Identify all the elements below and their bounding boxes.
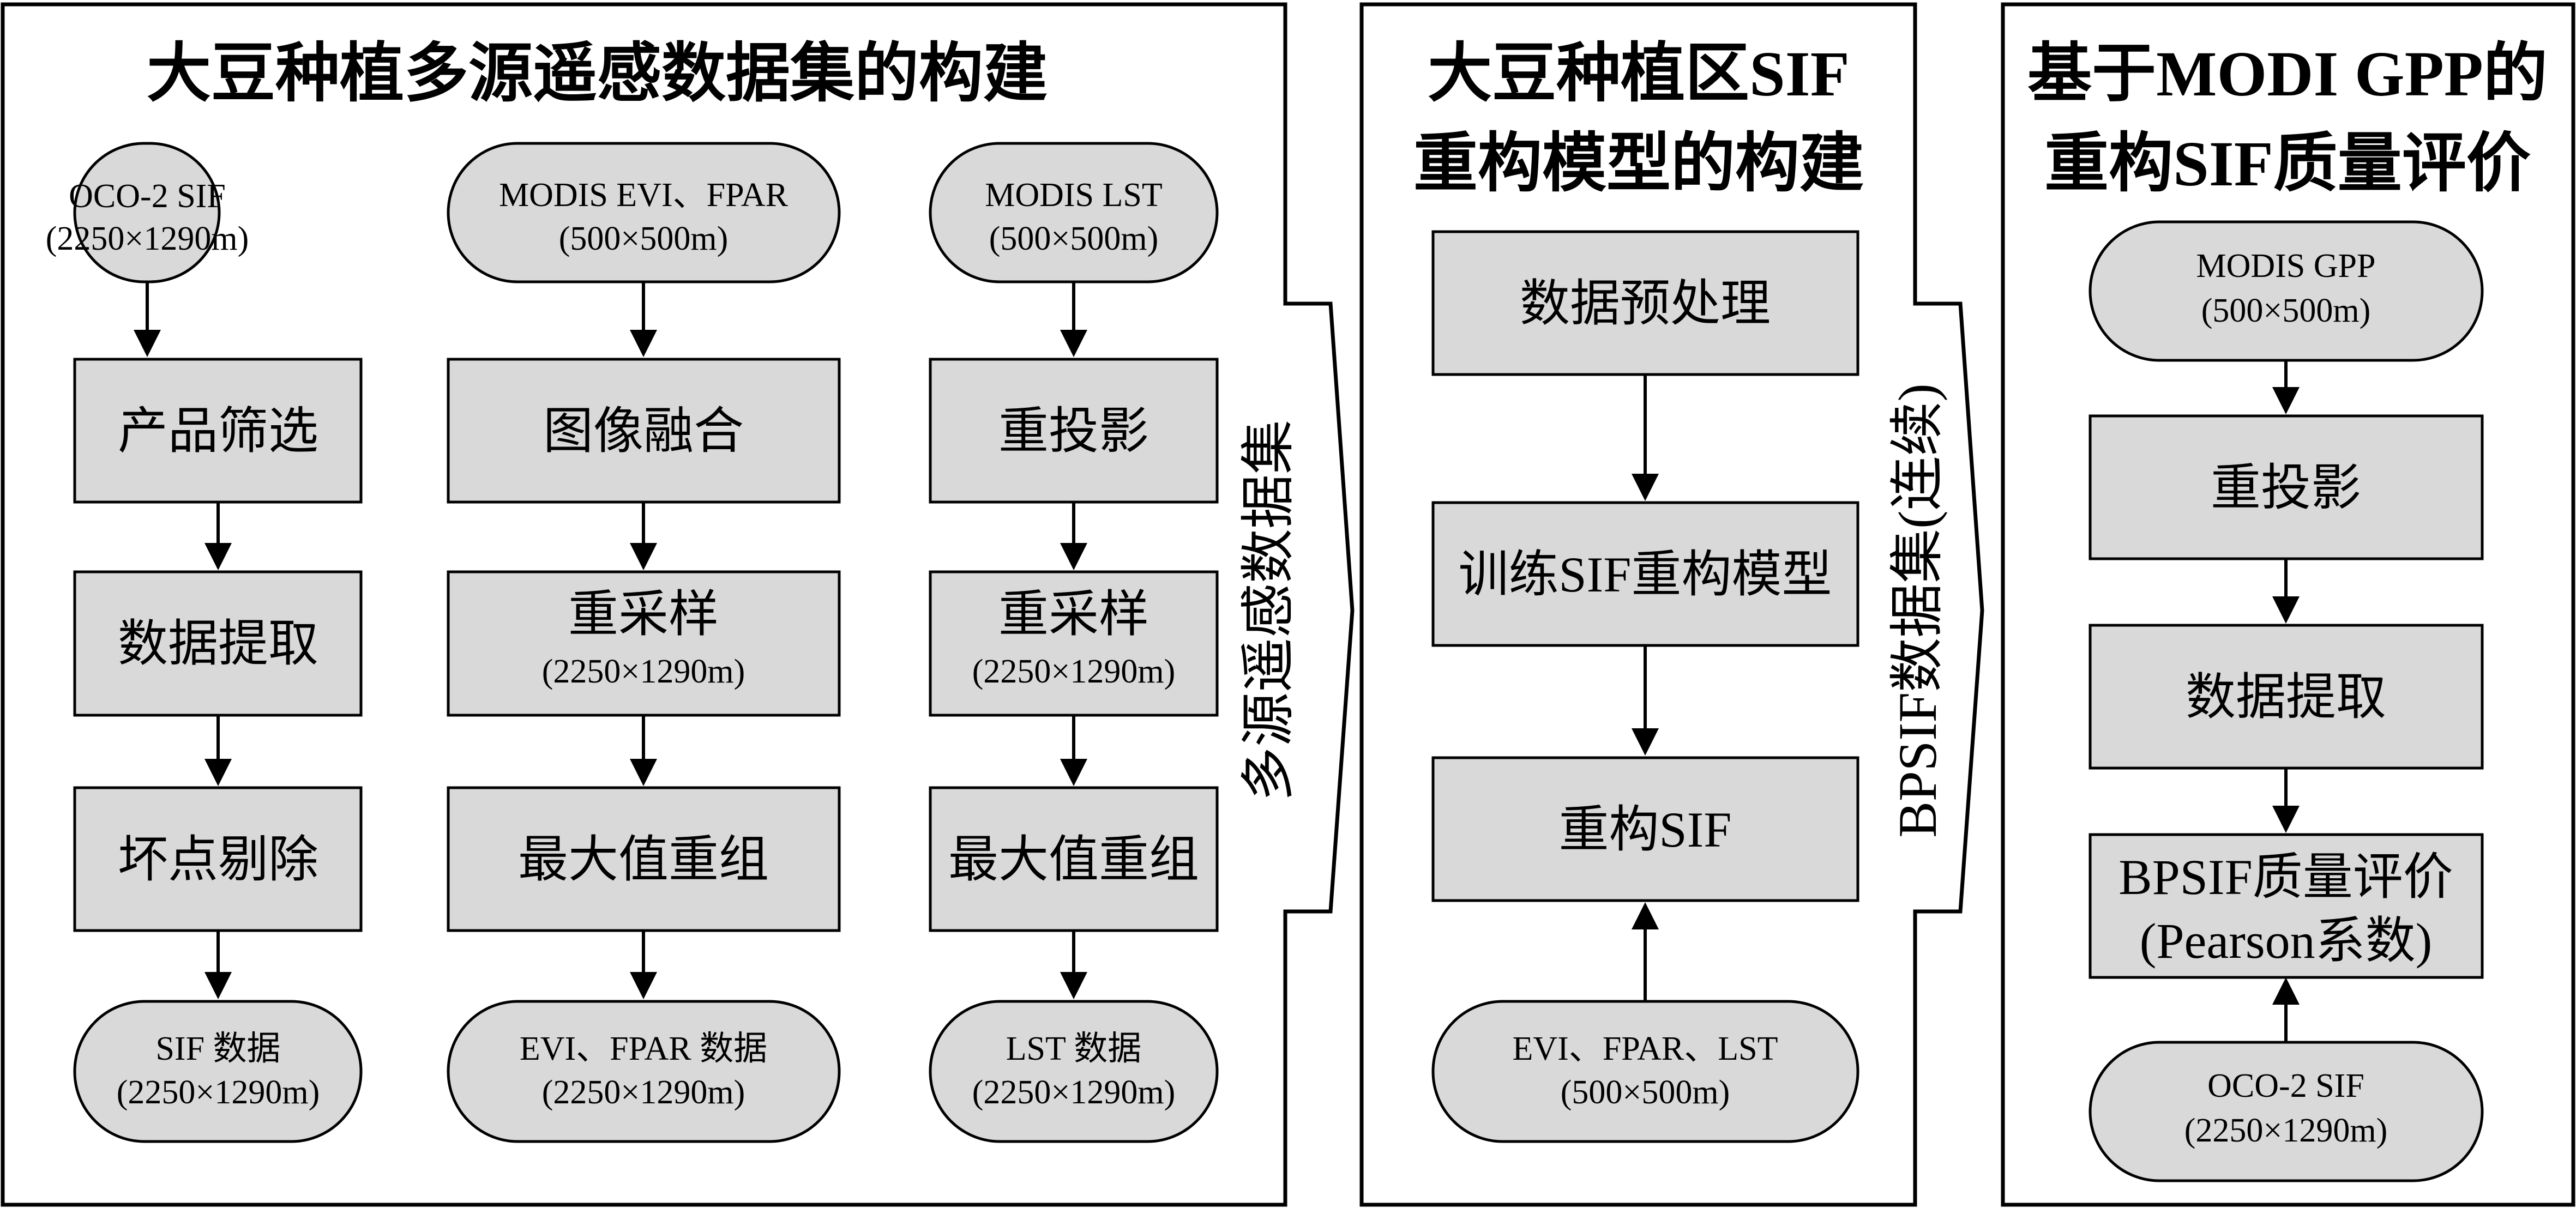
p2-step3-box [1431,756,1859,902]
col1-step3-label: 坏点剔除 [118,832,318,887]
p2-step1-box [1431,230,1859,376]
p2-input-res: (500×500m) [1561,1074,1730,1111]
col2-output-res: (2250×1290m) [542,1074,745,1111]
panel1-frame [1,2,1355,1207]
p2-arrowhead-2 [1632,728,1659,756]
p3-arrowhead-3 [2272,806,2300,833]
col1-arrowhead-2 [204,543,232,570]
col2-output-node [447,1000,841,1143]
p2-step2-box [1431,501,1859,647]
p3-source-node [2089,220,2484,362]
col3-step3-box [929,786,1219,932]
col3-output-res: (2250×1290m) [972,1074,1175,1111]
col3-step1-label: 重投影 [998,403,1149,459]
col3-step1-box [929,358,1219,504]
p2-input-node [1431,1000,1859,1143]
col2-step2-label: 重采样 [568,587,719,642]
p2-step2-label: 训练SIF重构模型 [1459,547,1832,602]
p3-ref-res: (2250×1290m) [2184,1112,2387,1149]
col3-source-name: MODIS LST [985,177,1163,214]
col2-arrowhead-3 [630,759,657,786]
col2-step2-box [447,570,841,717]
p2-arrowhead-1 [1632,474,1659,501]
p3-step1-label: 重投影 [2211,460,2361,516]
p3-arrowhead-1 [2272,387,2300,414]
col3-source-res: (500×500m) [989,220,1158,257]
panel3-frame [2001,2,2575,1207]
p3-ref-name: OCO-2 SIF [2207,1067,2364,1104]
col2-source-name: MODIS EVI、FPAR [499,177,789,214]
col2-arrowhead-2 [630,543,657,570]
p2-arrowhead-3 [1632,902,1659,929]
panel3-title-line1: 基于MODI GPP的 [2027,38,2548,110]
p3-source-name: MODIS GPP [2196,247,2375,285]
col2-arrowhead-4 [630,972,657,999]
panel1-title: 大豆种植多源遥感数据集的构建 [147,38,1048,110]
col2-step2-sub: (2250×1290m) [542,653,745,690]
panel3-title-line2: 重构SIF质量评价 [2044,128,2531,200]
col3-step2-label: 重采样 [998,587,1149,642]
panel2-frame [1359,2,1984,1207]
col2-step1-box [447,358,841,504]
col2-step3-label: 最大值重组 [518,832,769,887]
col1-step2-label: 数据提取 [118,616,318,672]
p2-input-name: EVI、FPAR、LST [1513,1030,1778,1067]
col1-arrowhead-3 [204,759,232,786]
col3-arrowhead-4 [1060,972,1087,999]
p3-step1-box [2089,414,2484,560]
col3-arrowhead-3 [1060,759,1087,786]
col1-step2-box [73,570,363,717]
p3-arrowhead-4 [2272,977,2300,1005]
col3-step2-box [929,570,1219,717]
panel2-title-line1: 大豆种植区SIF [1428,38,1850,110]
col1-output-res: (2250×1290m) [117,1074,320,1111]
col2-arrowhead-1 [630,330,657,357]
p3-source-res: (500×500m) [2201,292,2370,329]
col1-source-name: OCO-2 SIF [69,178,226,215]
p3-ref-node [2089,1041,2484,1182]
p3-eval-line2: (Pearson系数) [2140,913,2433,969]
col1-step3-box [73,786,363,932]
p2-step1-label: 数据预处理 [1520,276,1771,331]
col1-step1-box [73,358,363,504]
p2-step3-label: 重构SIF [1559,802,1732,857]
col3-output-name: LST 数据 [1006,1030,1142,1067]
col1-source-res: (2250×1290m) [46,220,249,257]
col1-arrowhead-4 [204,972,232,999]
col1-arrowhead-1 [134,330,161,357]
col3-arrowhead-2 [1060,543,1087,570]
p3-step2-label: 数据提取 [2186,669,2386,725]
p3-step2-box [2089,624,2484,770]
col2-step3-box [447,786,841,932]
col3-output-node [929,1000,1219,1143]
panel1-side-label: 多源遥感数据集 [1238,420,1299,801]
panel2-title-line2: 重构模型的构建 [1413,128,1864,200]
col2-source-res: (500×500m) [559,220,728,257]
col1-output-name: SIF 数据 [155,1030,280,1067]
col2-output-name: EVI、FPAR 数据 [520,1030,767,1067]
col3-step2-sub: (2250×1290m) [972,653,1175,690]
col1-step1-label: 产品筛选 [118,403,318,459]
p3-eval-line1: BPSIF质量评价 [2118,849,2453,905]
p3-arrowhead-2 [2272,596,2300,624]
col2-step1-label: 图像融合 [543,403,744,459]
panel2-side-label: BPSIF数据集(连续) [1887,383,1948,837]
col3-step3-label: 最大值重组 [948,832,1199,887]
col1-output-node [73,1000,363,1143]
col3-arrowhead-1 [1060,330,1087,357]
p3-eval-box [2089,833,2484,979]
